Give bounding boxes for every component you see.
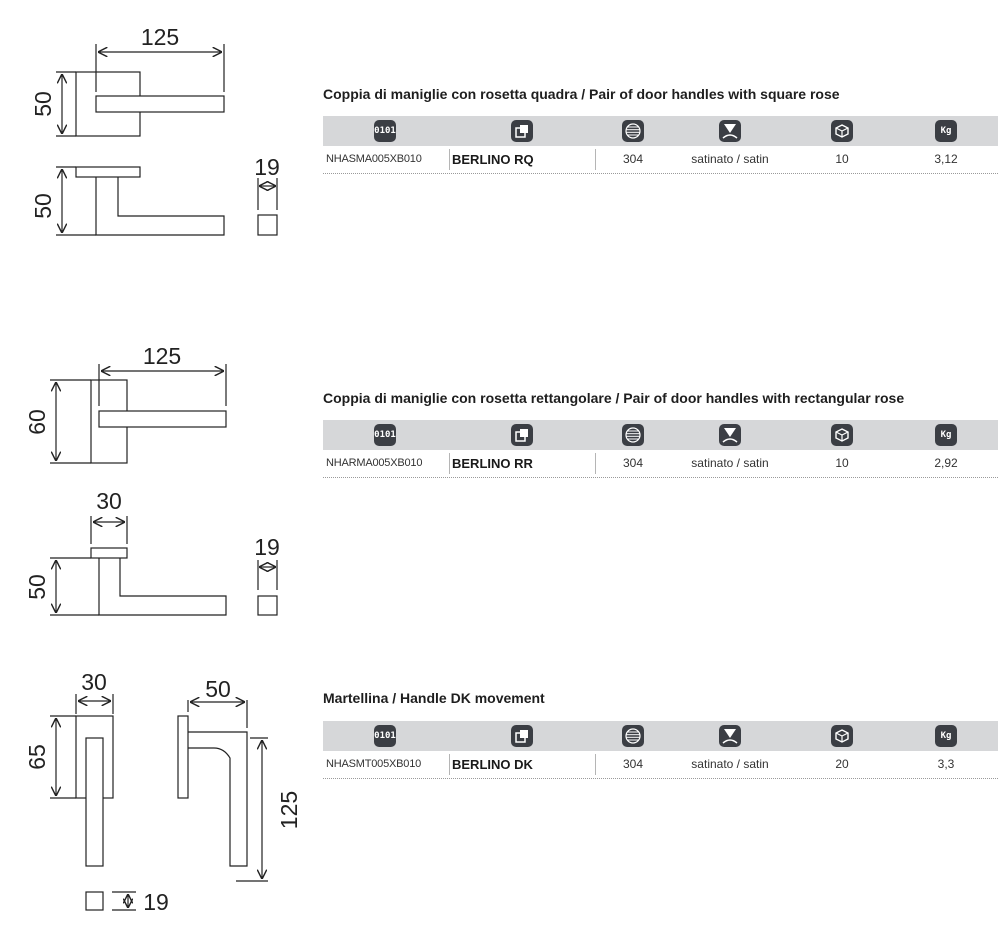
weight-value: 3,3 xyxy=(937,757,955,771)
handle-rr-front-view xyxy=(50,364,227,464)
product-name: BERLINO RR xyxy=(452,456,533,471)
package-icon xyxy=(831,424,853,446)
qty-value: 10 xyxy=(835,456,849,470)
table-row: NHASMA005XB010 BERLINO RQ 304 satinato /… xyxy=(323,146,998,174)
dim-rr-length: 125 xyxy=(143,343,181,369)
product-name: BERLINO DK xyxy=(452,757,533,772)
weight-icon: Kg xyxy=(935,725,957,747)
material-icon xyxy=(622,120,644,142)
dim-rr-rose-height: 60 xyxy=(24,409,50,435)
product-code: NHASMA005XB010 xyxy=(326,153,422,165)
model-icon xyxy=(511,725,533,747)
material-value: 304 xyxy=(622,152,644,166)
model-icon xyxy=(511,120,533,142)
finish-value: satinato / satin xyxy=(691,757,769,771)
product-code: NHASMT005XB010 xyxy=(326,758,422,770)
handle-rq-side-view xyxy=(56,166,278,236)
section-title-rq: Coppia di maniglie con rosetta quadra / … xyxy=(323,86,840,102)
weight-value: 2,92 xyxy=(934,456,958,470)
dim-rq-rose-height: 50 xyxy=(30,91,56,117)
handle-dk-front-view xyxy=(50,694,136,911)
finish-icon xyxy=(719,120,741,142)
code-icon: 0101 xyxy=(374,120,396,142)
dim-rr-height: 50 xyxy=(24,574,50,600)
technical-drawings: 125 50 50 19 125 60 30 50 19 30 65 50 12… xyxy=(24,24,302,915)
weight-value: 3,12 xyxy=(934,152,958,166)
model-icon xyxy=(511,424,533,446)
finish-icon xyxy=(719,725,741,747)
dim-dk-depth: 50 xyxy=(205,676,231,702)
dim-rq-length: 125 xyxy=(141,24,179,50)
handle-rr-side-view xyxy=(50,516,278,616)
dim-rq-height: 50 xyxy=(30,193,56,219)
code-icon: 0101 xyxy=(374,424,396,446)
dim-dk-rose-width: 30 xyxy=(81,669,107,695)
code-icon: 0101 xyxy=(374,725,396,747)
material-value: 304 xyxy=(622,757,644,771)
product-name: BERLINO RQ xyxy=(452,152,534,167)
spec-table-rq: 0101 Kg NHASMA005XB010 BERLINO RQ 304 sa… xyxy=(323,116,998,174)
section-title-rr: Coppia di maniglie con rosetta rettangol… xyxy=(323,390,905,406)
dim-rr-bar: 19 xyxy=(254,534,280,560)
spec-table-dk: 0101 Kg NHASMT005XB010 BERLINO DK 304 sa… xyxy=(323,721,998,779)
material-icon xyxy=(622,424,644,446)
package-icon xyxy=(831,120,853,142)
section-title-dk: Martellina / Handle DK movement xyxy=(323,690,545,706)
spec-table-header: 0101 Kg xyxy=(323,116,998,146)
product-code: NHARMA005XB010 xyxy=(326,457,423,469)
dim-dk-bar: 19 xyxy=(143,889,169,915)
finish-icon xyxy=(719,424,741,446)
qty-value: 10 xyxy=(835,152,849,166)
material-value: 304 xyxy=(622,456,644,470)
handle-rq-front-view xyxy=(56,44,225,137)
spec-table-header: 0101 Kg xyxy=(323,721,998,751)
qty-value: 20 xyxy=(835,757,849,771)
table-row: NHASMT005XB010 BERLINO DK 304 satinato /… xyxy=(323,751,998,779)
finish-value: satinato / satin xyxy=(691,152,769,166)
weight-icon: Kg xyxy=(935,424,957,446)
dim-rq-bar: 19 xyxy=(254,154,280,180)
dim-dk-rose-height: 65 xyxy=(24,744,50,770)
dim-rr-rose-width: 30 xyxy=(96,488,122,514)
finish-value: satinato / satin xyxy=(691,456,769,470)
spec-table-header: 0101 Kg xyxy=(323,420,998,450)
dim-dk-length: 125 xyxy=(276,791,302,829)
package-icon xyxy=(831,725,853,747)
weight-icon: Kg xyxy=(935,120,957,142)
handle-dk-side-view xyxy=(177,700,268,882)
table-row: NHARMA005XB010 BERLINO RR 304 satinato /… xyxy=(323,450,998,478)
spec-table-rr: 0101 Kg NHARMA005XB010 BERLINO RR 304 sa… xyxy=(323,420,998,478)
material-icon xyxy=(622,725,644,747)
